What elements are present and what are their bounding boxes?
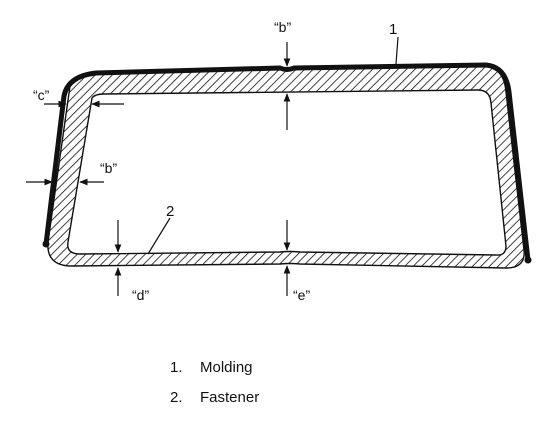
legend-item-2-number: 2. <box>170 389 183 406</box>
dimension-e-label: “e” <box>293 287 310 303</box>
dimension-b-side-label: “b” <box>100 160 117 176</box>
legend-item-2-text: Fastener <box>200 389 259 406</box>
fastener-band <box>47 65 525 269</box>
fastener-leader-line <box>147 217 171 255</box>
molding-end-right <box>524 256 532 264</box>
dimension-d-label: “d” <box>132 287 149 303</box>
legend-item-1-text: Molding <box>200 359 253 376</box>
molding-outline <box>43 62 531 263</box>
dimension-b-top-label: “b” <box>274 19 291 35</box>
dimension-c-label: “c” <box>33 87 50 103</box>
legend-item-1-number: 1. <box>170 359 183 376</box>
molding-callout: 1 <box>389 21 397 38</box>
molding-leader-line <box>395 36 399 65</box>
legend: 1. Molding 2. Fastener <box>170 359 259 406</box>
fastener-callout: 2 <box>166 203 174 220</box>
molding-end-left <box>42 240 50 248</box>
